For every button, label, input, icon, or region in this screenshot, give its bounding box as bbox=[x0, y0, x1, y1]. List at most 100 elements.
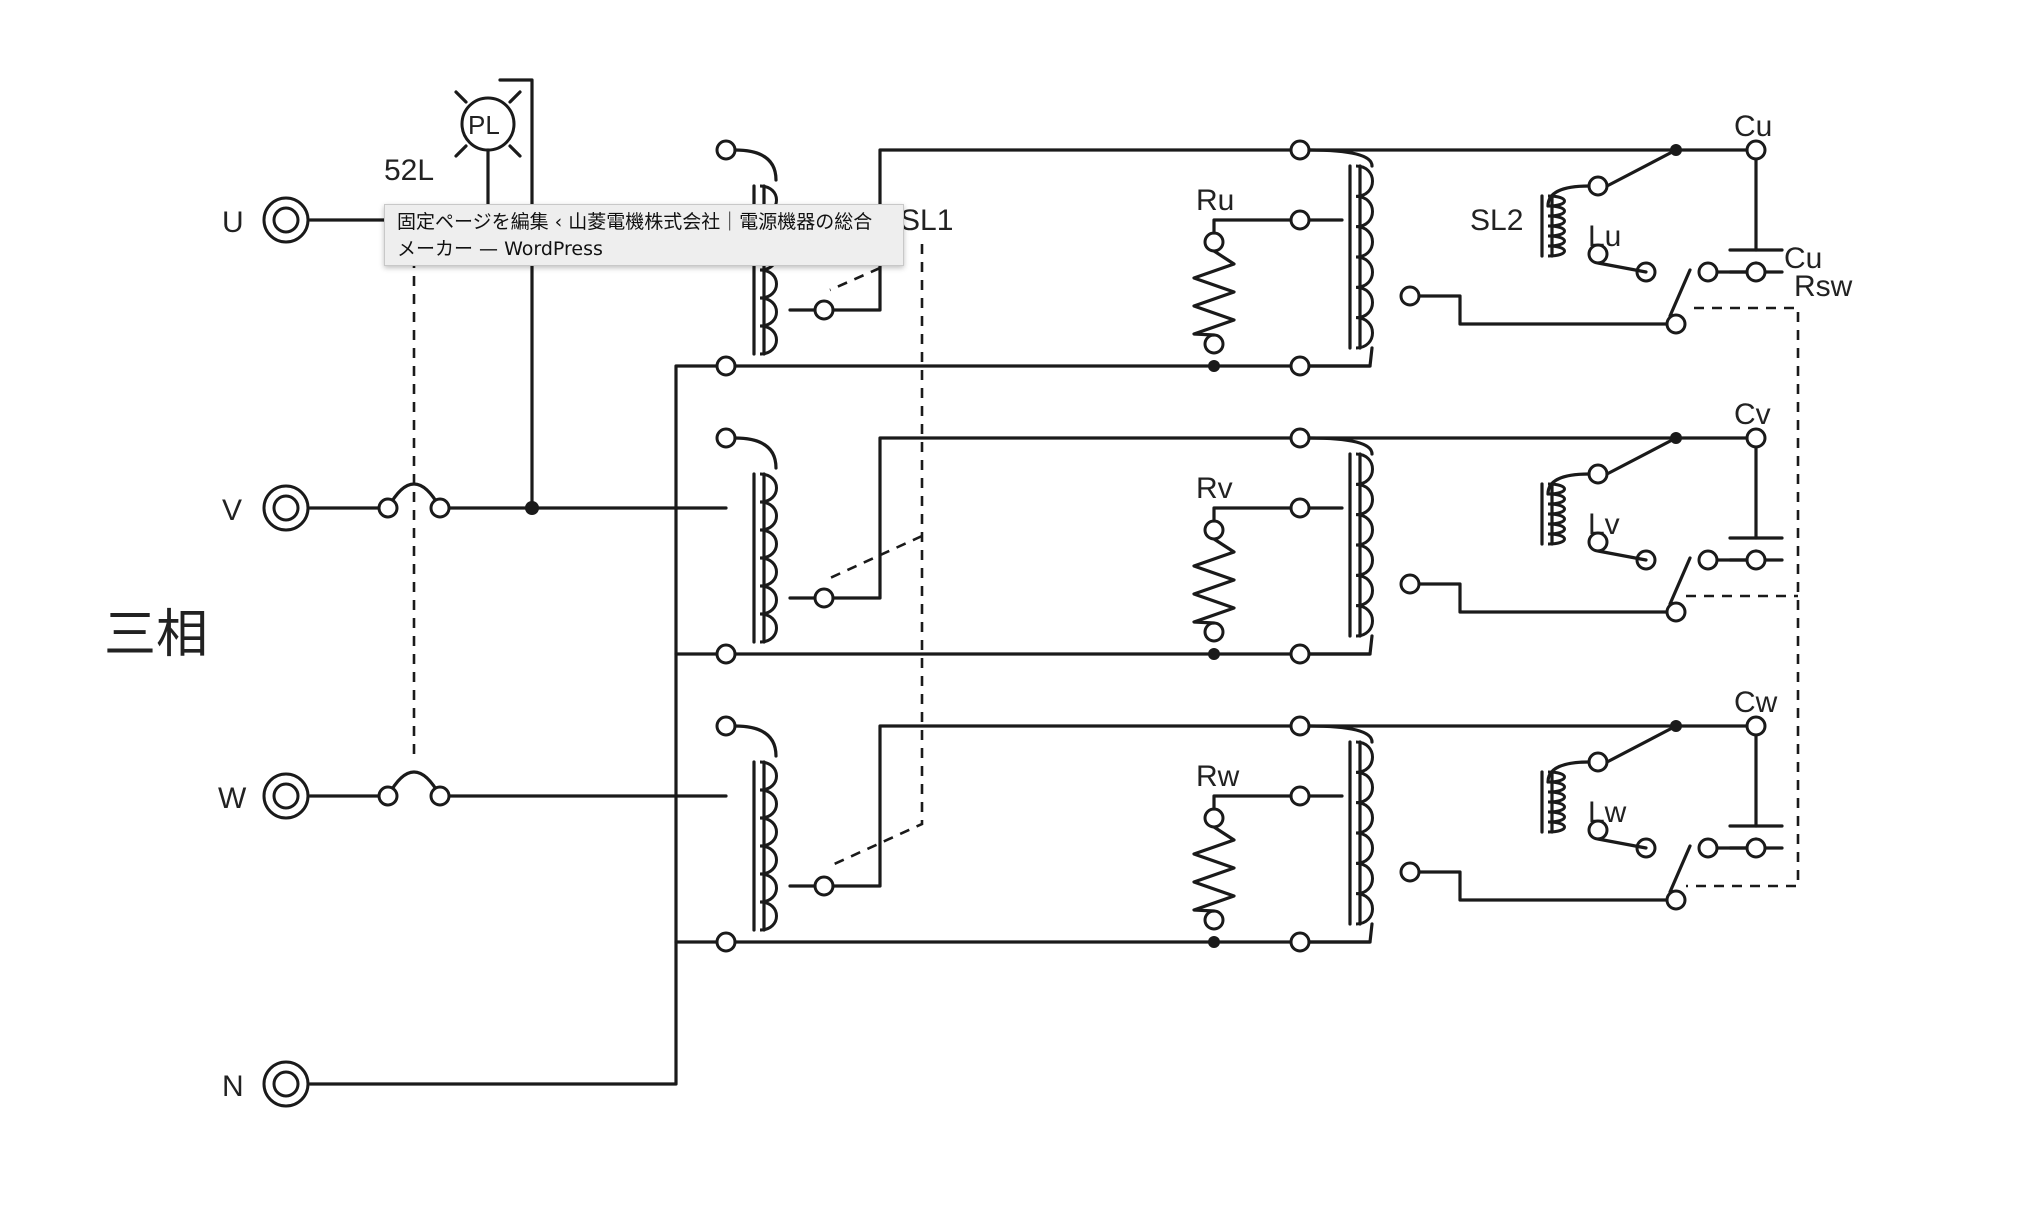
inductor-top-terminal bbox=[1587, 463, 1609, 485]
inductor-to-switch bbox=[1596, 549, 1648, 562]
resistor-top-terminal bbox=[1203, 231, 1225, 253]
slide2-label: SL2 bbox=[1470, 204, 1523, 237]
rswitch-c-terminal bbox=[1697, 837, 1719, 859]
breaker-label: 52L bbox=[384, 154, 434, 187]
terminal-w bbox=[262, 772, 310, 820]
inductor-top-terminal bbox=[1587, 175, 1609, 197]
pl-label: PL bbox=[468, 110, 500, 140]
rswitch-label: Rsw bbox=[1794, 270, 1853, 303]
rswitch-common-terminal bbox=[1665, 601, 1687, 623]
slide1-top-lead bbox=[733, 724, 778, 758]
load-top-terminal bbox=[1289, 715, 1311, 737]
terminal-u-label: U bbox=[222, 206, 244, 239]
inductor-coil bbox=[1547, 194, 1566, 258]
capacitor-label: Cu bbox=[1734, 110, 1772, 143]
slide2-top-lead bbox=[1307, 724, 1374, 744]
inductor-to-switch bbox=[1596, 837, 1648, 850]
slide1-label: SL1 bbox=[900, 204, 953, 237]
slide2-wiper-terminal bbox=[1399, 861, 1421, 883]
resistor-bottom-terminal bbox=[1203, 621, 1225, 643]
slide2-output-wire bbox=[1417, 294, 1678, 326]
slide2-bottom-lead bbox=[1307, 346, 1374, 368]
slide1-top-terminal bbox=[715, 715, 737, 737]
terminal-n bbox=[262, 1060, 310, 1108]
inductor-coil bbox=[1547, 482, 1566, 546]
inductor-top-bus bbox=[1605, 724, 1678, 764]
slide2-wiper-terminal bbox=[1399, 285, 1421, 307]
inductor-top-lead bbox=[1546, 472, 1591, 496]
slide2-coil bbox=[1355, 740, 1374, 926]
inductor-top-bus bbox=[1605, 148, 1678, 188]
slide1-bottom-terminal bbox=[715, 355, 737, 377]
slide1-wiper-terminal bbox=[813, 299, 835, 321]
resistor-label: Ru bbox=[1196, 184, 1234, 217]
capacitor-top-terminal bbox=[1745, 139, 1767, 161]
capacitor-top-terminal bbox=[1745, 427, 1767, 449]
capacitor-bottom-terminal bbox=[1745, 549, 1767, 571]
resistor-label: Rv bbox=[1196, 472, 1233, 505]
capacitor-top-terminal bbox=[1745, 715, 1767, 737]
inductor-to-switch bbox=[1596, 261, 1648, 274]
slide2-bottom-lead bbox=[1307, 922, 1374, 944]
slide2-bottom-terminal bbox=[1289, 643, 1311, 665]
slide1-output-wire bbox=[831, 436, 1302, 600]
resistor-tap-terminal bbox=[1289, 497, 1311, 519]
slide2-bottom-terminal bbox=[1289, 931, 1311, 953]
capacitor-bottom-terminal bbox=[1745, 837, 1767, 859]
resistor-bus-dot bbox=[1208, 648, 1220, 660]
slide2-coil bbox=[1355, 452, 1374, 638]
inductor-bottom-terminal bbox=[1587, 531, 1609, 553]
breaker-contacts bbox=[377, 497, 539, 807]
slide1-bottom-terminal bbox=[715, 643, 737, 665]
inductor-bottom-terminal bbox=[1587, 243, 1609, 265]
slide2-top-lead bbox=[1307, 436, 1374, 456]
inductor-top-lead bbox=[1546, 184, 1591, 208]
slide2-wiper-terminal bbox=[1399, 573, 1421, 595]
resistor-tap-terminal bbox=[1289, 209, 1311, 231]
resistor-tap-terminal bbox=[1289, 785, 1311, 807]
slide1-output-wire bbox=[831, 724, 1302, 888]
load-top-terminal bbox=[1289, 139, 1311, 161]
rswitch-common-terminal bbox=[1665, 313, 1687, 335]
slide1-link bbox=[829, 244, 924, 868]
inductor-coil bbox=[1547, 770, 1566, 834]
slide1-coil bbox=[759, 760, 778, 932]
phase-unit-v: Rv Lv Cv bbox=[715, 398, 1784, 665]
terminal-v-label: V bbox=[222, 494, 242, 527]
terminal-w-label: W bbox=[218, 782, 247, 815]
slide2-bottom-terminal bbox=[1289, 355, 1311, 377]
resistor-bottom-terminal bbox=[1203, 909, 1225, 931]
resistor-bus-dot bbox=[1208, 936, 1220, 948]
resistor-label: Rw bbox=[1196, 760, 1240, 793]
slide2-output-wire bbox=[1417, 582, 1678, 614]
capacitor-label: Cv bbox=[1734, 398, 1771, 431]
slide1-top-terminal bbox=[715, 427, 737, 449]
rswitch-common-terminal bbox=[1665, 889, 1687, 911]
inductor-bottom-terminal bbox=[1587, 819, 1609, 841]
rswitch-blade bbox=[1668, 556, 1692, 606]
slide1-top-lead bbox=[733, 148, 778, 182]
slide1-wiper-terminal bbox=[813, 587, 835, 609]
slide1-wiper-terminal bbox=[813, 875, 835, 897]
slide2-output-wire bbox=[1417, 870, 1678, 902]
resistor-lead bbox=[1212, 506, 1293, 523]
resistor-bus-dot bbox=[1208, 360, 1220, 372]
terminal-v bbox=[262, 484, 310, 532]
resistor-zigzag bbox=[1192, 825, 1236, 913]
resistor-lead bbox=[1212, 218, 1293, 235]
diagram-title: 三相 bbox=[104, 606, 208, 664]
resistor-top-terminal bbox=[1203, 807, 1225, 829]
slide1-coil bbox=[759, 472, 778, 644]
rswitch-c-terminal bbox=[1697, 261, 1719, 283]
browser-tooltip: 固定ページを編集 ‹ 山菱電機株式会社｜電源機器の総合メーカー — WordPr… bbox=[384, 204, 904, 266]
capacitor-label: Cw bbox=[1734, 686, 1778, 719]
resistor-top-terminal bbox=[1203, 519, 1225, 541]
slide1-top-terminal bbox=[715, 139, 737, 161]
capacitor-bottom-terminal bbox=[1745, 261, 1767, 283]
resistor-lead bbox=[1212, 794, 1293, 811]
slide1-bottom-terminal bbox=[715, 931, 737, 953]
terminal-u bbox=[262, 196, 310, 244]
phase-unit-w: Rw Lw Cw bbox=[715, 686, 1784, 953]
load-top-terminal bbox=[1289, 427, 1311, 449]
